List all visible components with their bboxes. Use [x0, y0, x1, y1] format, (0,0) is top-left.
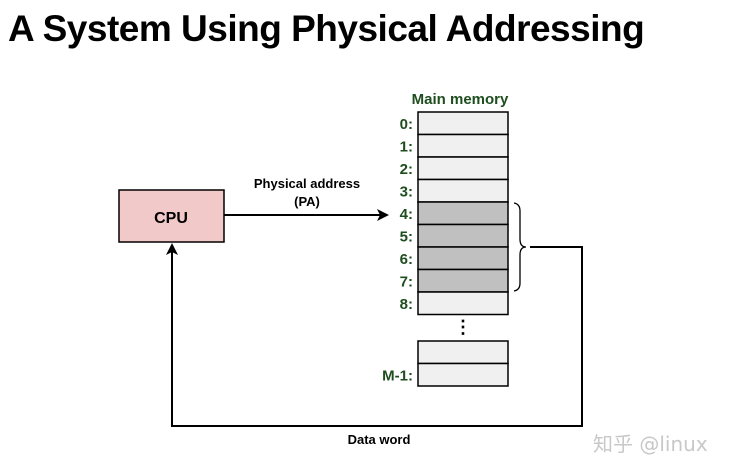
memory-cell	[417, 223, 509, 248]
memory-address-label: 2:	[400, 161, 413, 178]
memory-address-label: 1:	[400, 139, 413, 156]
memory-address-label: 4:	[400, 206, 413, 223]
memory-cell	[417, 340, 509, 365]
main-memory-title: Main memory	[412, 91, 509, 108]
cpu-box	[118, 189, 225, 243]
memory-address-label: 7:	[400, 274, 413, 291]
pa-label: (PA)	[294, 194, 320, 209]
brace-icon	[513, 202, 527, 292]
memory-address-label: 8:	[400, 296, 413, 313]
memory-cell	[417, 111, 509, 136]
address-arrowhead-icon	[377, 209, 389, 221]
physical-address-label: Physical address	[254, 176, 360, 191]
memory-cell	[417, 178, 509, 203]
memory-address-label: 0:	[400, 116, 413, 133]
ellipsis: ⋮	[454, 317, 472, 337]
data-word-label: Data word	[348, 432, 411, 447]
memory-address-label: M-1:	[382, 368, 413, 385]
memory-address-label: 6:	[400, 251, 413, 268]
memory-cell	[417, 201, 509, 226]
memory-cell	[417, 133, 509, 158]
data-word-line	[171, 246, 583, 427]
memory-address-label: 3:	[400, 184, 413, 201]
page-title: A System Using Physical Addressing	[8, 8, 645, 49]
memory-cells: 0: 1: 2: 3: 4: 5: 6: 7: 8:	[400, 111, 509, 316]
watermark: 知乎 @linux	[593, 432, 708, 456]
cpu-label: CPU	[154, 210, 188, 227]
memory-cell	[417, 156, 509, 181]
memory-last-cells: M-1:	[382, 340, 509, 387]
data-arrowhead-icon	[166, 243, 178, 255]
memory-address-label: 5:	[400, 229, 413, 246]
memory-cell	[417, 268, 509, 293]
memory-cell	[417, 362, 509, 387]
memory-cell	[417, 246, 509, 271]
memory-cell	[417, 291, 509, 316]
